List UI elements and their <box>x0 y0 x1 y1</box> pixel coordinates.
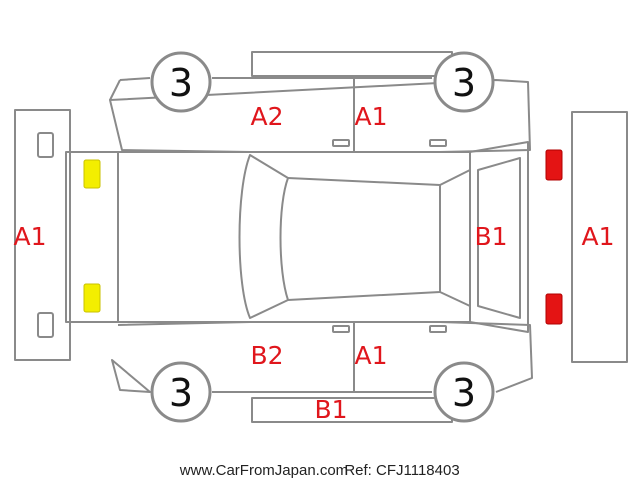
headlight-left <box>83 159 101 189</box>
taillight-left <box>545 149 563 181</box>
grade-door-rear-right: A1 <box>354 341 387 370</box>
rear-bumper-outline <box>571 111 628 363</box>
tire-rating-front-left: 3 <box>169 61 193 105</box>
rocker-panel-bottom <box>251 397 453 423</box>
grade-windshield: B1 <box>474 222 507 251</box>
car-outline <box>14 51 628 423</box>
grade-door-rear-left: A1 <box>354 102 387 131</box>
grade-door-front-right: B2 <box>250 341 283 370</box>
tire-rear-left: 3 <box>433 51 495 113</box>
grade-rocker-right: B1 <box>314 395 347 424</box>
grade-rear-bumper: A1 <box>581 222 614 251</box>
tire-rating-front-right: 3 <box>169 371 193 415</box>
footer-ref: Ref: CFJ1118403 <box>344 462 459 479</box>
grade-front-bumper: A1 <box>13 222 46 251</box>
tire-rear-right: 3 <box>433 361 495 423</box>
grade-labels: A1 A1 A2 A1 B2 A1 B1 B1 <box>13 102 614 424</box>
tire-front-right: 3 <box>150 361 212 423</box>
tire-front-left: 3 <box>150 51 212 113</box>
tire-rating-rear-right: 3 <box>452 371 476 415</box>
roof-rail-top <box>251 51 453 77</box>
headlight-right <box>83 283 101 313</box>
front-bumper-outline <box>14 109 71 361</box>
taillight-right <box>545 293 563 325</box>
rear-window-outline <box>439 169 471 307</box>
windshield-outline <box>238 154 289 319</box>
grade-door-front-left: A2 <box>250 102 283 131</box>
footer-site: www.CarFromJapan.com <box>179 462 348 479</box>
tire-markers: 3 3 3 3 <box>150 51 495 423</box>
tire-rating-rear-left: 3 <box>452 61 476 105</box>
